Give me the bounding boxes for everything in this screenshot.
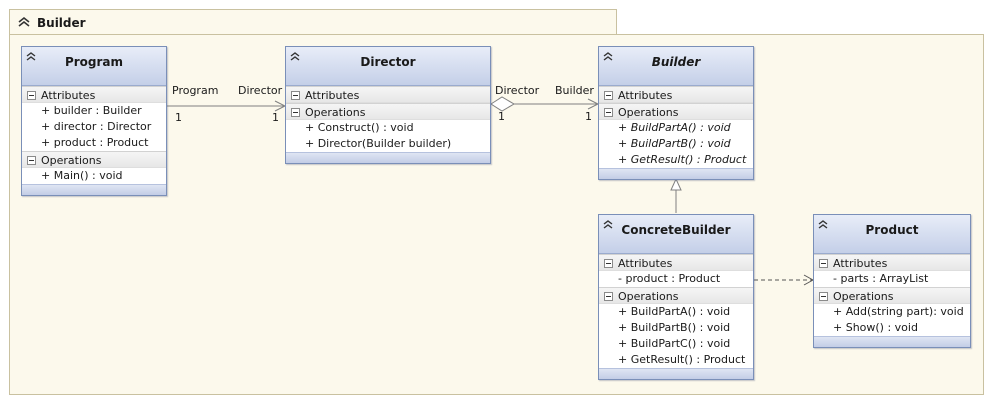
operation-row[interactable]: + GetResult() : Product [618, 153, 747, 166]
collapse-chevron-icon[interactable] [602, 219, 614, 229]
operations-section-header[interactable]: Operations [599, 103, 753, 120]
class-header[interactable]: Product [814, 215, 970, 254]
aggregation-diamond [490, 96, 515, 112]
assoc-target-role: Director [238, 84, 283, 97]
section-label: Operations [618, 290, 679, 303]
section-label: Operations [305, 106, 366, 119]
attribute-row[interactable]: - product : Product [618, 272, 721, 285]
attribute-row[interactable]: + builder : Builder [41, 104, 142, 117]
class-product[interactable]: Product Attributes - parts : ArrayList O… [813, 214, 971, 348]
class-header[interactable]: ConcreteBuilder [599, 215, 753, 254]
collapse-chevron-icon[interactable] [289, 51, 301, 61]
class-header[interactable]: Program [22, 47, 166, 86]
class-header[interactable]: Director [286, 47, 490, 86]
collapse-chevron-icon[interactable] [602, 51, 614, 61]
agg-source-mult: 1 [498, 110, 505, 123]
collapse-toggle-icon[interactable] [291, 108, 300, 117]
section-label: Attributes [618, 89, 673, 102]
assoc-source-role: Program [172, 84, 219, 97]
class-name: Builder [651, 55, 701, 69]
class-footer [599, 168, 753, 179]
class-footer [286, 152, 490, 163]
assoc-target-mult: 1 [272, 111, 279, 124]
attributes-section-header[interactable]: Attributes [814, 254, 970, 271]
operation-row[interactable]: + Show() : void [833, 321, 918, 334]
class-header[interactable]: Builder [599, 47, 753, 86]
operation-row[interactable]: + Main() : void [41, 169, 123, 182]
attributes-section-header[interactable]: Attributes [22, 86, 166, 103]
attributes-section-header[interactable]: Attributes [599, 254, 753, 271]
collapse-chevron-icon[interactable] [17, 16, 31, 28]
attribute-row[interactable]: + product : Product [41, 136, 149, 149]
operation-row[interactable]: + Add(string part): void [833, 305, 964, 318]
operation-row[interactable]: + Construct() : void [305, 121, 414, 134]
class-builder[interactable]: Builder Attributes Operations + BuildPar… [598, 46, 754, 180]
generalization-triangle [670, 177, 682, 191]
class-name: ConcreteBuilder [621, 223, 731, 237]
class-footer [22, 184, 166, 195]
class-name: Director [360, 55, 416, 69]
collapse-toggle-icon[interactable] [604, 91, 613, 100]
class-director[interactable]: Director Attributes Operations + Constru… [285, 46, 491, 164]
operation-row[interactable]: + GetResult() : Product [618, 353, 746, 366]
section-label: Attributes [41, 89, 96, 102]
agg-source-role: Director [495, 84, 540, 97]
class-program[interactable]: Program Attributes + builder : Builder +… [21, 46, 167, 196]
attributes-section-header[interactable]: Attributes [599, 86, 753, 103]
operations-section-header[interactable]: Operations [22, 151, 166, 168]
section-label: Attributes [833, 257, 888, 270]
attribute-row[interactable]: + director : Director [41, 120, 152, 133]
collapse-toggle-icon[interactable] [604, 259, 613, 268]
operation-row[interactable]: + BuildPartA() : void [618, 121, 731, 134]
class-footer [814, 336, 970, 347]
collapse-toggle-icon[interactable] [604, 292, 613, 301]
agg-target-role: Builder [555, 84, 594, 97]
collapse-toggle-icon[interactable] [27, 91, 36, 100]
collapse-toggle-icon[interactable] [819, 259, 828, 268]
operations-section-header[interactable]: Operations [286, 103, 490, 120]
package-title: Builder [37, 16, 86, 30]
assoc-source-mult: 1 [175, 111, 182, 124]
class-name: Program [64, 55, 124, 69]
section-label: Attributes [618, 257, 673, 270]
operation-row[interactable]: + Director(Builder builder) [305, 137, 452, 150]
operation-row[interactable]: + BuildPartB() : void [618, 137, 731, 150]
package-tab[interactable]: Builder [9, 9, 617, 35]
operations-section-header[interactable]: Operations [814, 287, 970, 304]
collapse-toggle-icon[interactable] [27, 156, 36, 165]
operations-section-header[interactable]: Operations [599, 287, 753, 304]
operation-row[interactable]: + BuildPartC() : void [618, 337, 731, 350]
attributes-section-header[interactable]: Attributes [286, 86, 490, 103]
operation-row[interactable]: + BuildPartB() : void [618, 321, 731, 334]
section-label: Operations [618, 106, 679, 119]
class-name: Product [865, 223, 919, 237]
section-label: Operations [833, 290, 894, 303]
class-footer [599, 368, 753, 379]
collapse-toggle-icon[interactable] [291, 91, 300, 100]
collapse-toggle-icon[interactable] [604, 108, 613, 117]
section-label: Attributes [305, 89, 360, 102]
collapse-chevron-icon[interactable] [25, 51, 37, 61]
operation-row[interactable]: + BuildPartA() : void [618, 305, 731, 318]
section-label: Operations [41, 154, 102, 167]
collapse-toggle-icon[interactable] [819, 292, 828, 301]
agg-target-mult: 1 [585, 110, 592, 123]
class-concrete-builder[interactable]: ConcreteBuilder Attributes - product : P… [598, 214, 754, 380]
collapse-chevron-icon[interactable] [817, 219, 829, 229]
attribute-row[interactable]: - parts : ArrayList [833, 272, 929, 285]
